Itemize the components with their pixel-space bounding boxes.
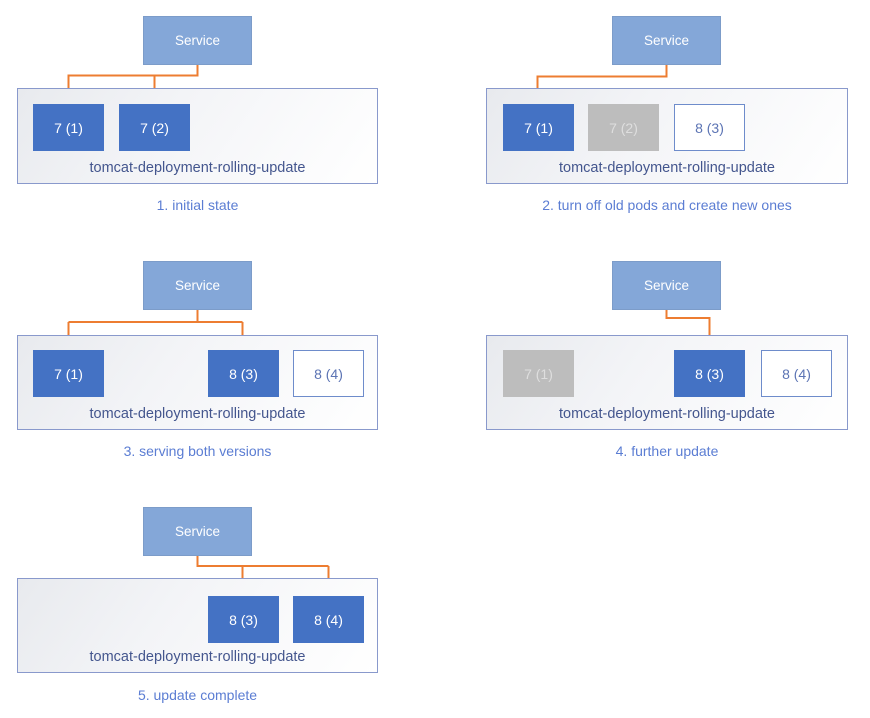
pod-8-4-new: 8 (4): [293, 350, 364, 397]
deployment-box: 7 (1) 7 (2) 8 (3) tomcat-deployment-roll…: [486, 88, 848, 184]
step-caption: 2. turn off old pods and create new ones: [542, 197, 792, 213]
deployment-name: tomcat-deployment-rolling-update: [559, 406, 775, 422]
pod-8-4: 8 (4): [293, 596, 364, 643]
pod-7-1: 7 (1): [33, 350, 104, 397]
pod-8-3: 8 (3): [208, 350, 279, 397]
deployment-box: 7 (1) 7 (2) tomcat-deployment-rolling-up…: [17, 88, 378, 184]
pod-7-2: 7 (2): [119, 104, 190, 151]
pod-8-3-new: 8 (3): [674, 104, 745, 151]
step-caption: 3. serving both versions: [123, 443, 272, 459]
pod-8-4-new: 8 (4): [761, 350, 832, 397]
deployment-box: 8 (3) 8 (4) tomcat-deployment-rolling-up…: [17, 578, 378, 673]
step-caption: 1. initial state: [156, 197, 239, 213]
service-box: Service: [612, 16, 721, 65]
deployment-name: tomcat-deployment-rolling-update: [89, 649, 306, 665]
pod-8-3: 8 (3): [674, 350, 745, 397]
service-box: Service: [143, 261, 252, 310]
deployment-name: tomcat-deployment-rolling-update: [559, 160, 775, 176]
pod-7-1: 7 (1): [503, 104, 574, 151]
pod-7-1: 7 (1): [33, 104, 104, 151]
step-caption: 5. update complete: [137, 687, 258, 703]
pod-7-1-off: 7 (1): [503, 350, 574, 397]
deployment-box: 7 (1) 8 (3) 8 (4) tomcat-deployment-roll…: [17, 335, 378, 430]
service-box: Service: [143, 507, 252, 556]
deployment-box: 7 (1) 8 (3) 8 (4) tomcat-deployment-roll…: [486, 335, 848, 430]
deployment-name: tomcat-deployment-rolling-update: [89, 160, 306, 176]
pod-7-2-off: 7 (2): [588, 104, 659, 151]
deployment-name: tomcat-deployment-rolling-update: [89, 406, 306, 422]
service-box: Service: [143, 16, 252, 65]
step-caption: 4. further update: [615, 443, 719, 459]
service-box: Service: [612, 261, 721, 310]
pod-8-3: 8 (3): [208, 596, 279, 643]
